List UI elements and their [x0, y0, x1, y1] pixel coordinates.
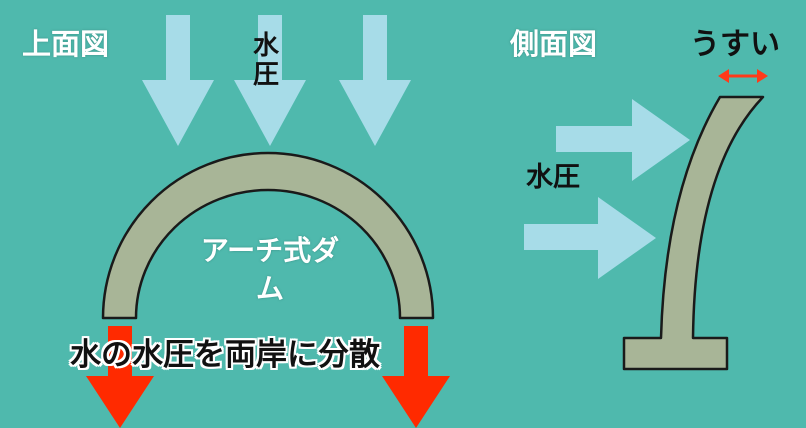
water-arrow-center [234, 15, 306, 146]
top-water-arrows [142, 15, 411, 146]
arch-dam-top-shape [101, 151, 435, 320]
thin-label: うすい [690, 27, 780, 62]
side-view-title: 側面図 [510, 27, 598, 61]
water-arrow-right [339, 15, 411, 146]
dispersal-arrow-right [382, 326, 450, 428]
water-arrow-left [142, 15, 214, 146]
dam-cross-section [622, 95, 765, 371]
dispersal-arrow-left [86, 326, 154, 428]
side-water-arrow-upper [556, 99, 690, 181]
thickness-arrow [718, 69, 768, 83]
top-view-title: 上面図 [22, 27, 110, 61]
side-water-arrows [524, 99, 690, 279]
dispersal-caption: 水の水圧を両岸に分散 [70, 337, 380, 373]
side-water-arrow-lower [524, 197, 656, 279]
dispersal-arrows [86, 326, 450, 428]
side-pressure-label: 水圧 [526, 162, 580, 193]
dam-name-label: アーチ式ダム [200, 234, 340, 305]
top-pressure-label: 水圧 [253, 31, 280, 91]
